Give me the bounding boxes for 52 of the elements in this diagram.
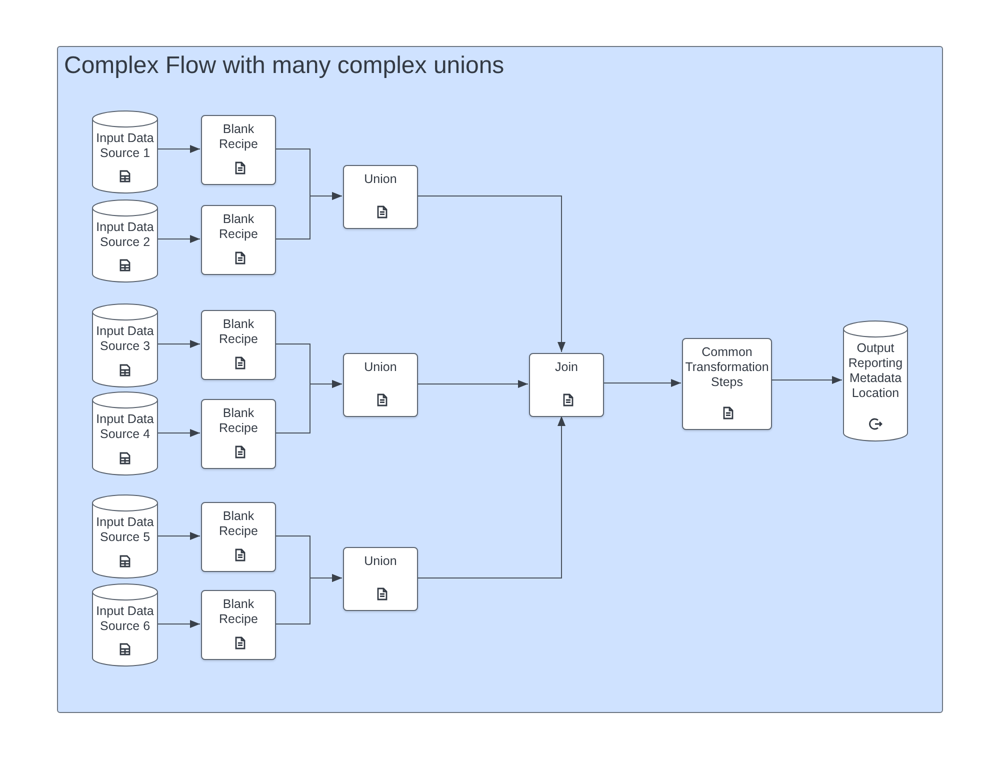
process-box — [343, 353, 418, 417]
group-label: Complex Flow with many complex unions — [64, 51, 504, 81]
node-label: Input Data Source 2 — [95, 220, 155, 250]
process-box — [201, 115, 276, 185]
node-label: Union — [363, 554, 398, 569]
arrow — [416, 416, 566, 578]
database-cylinder — [92, 584, 158, 666]
arrow — [274, 574, 342, 624]
process-box — [201, 205, 276, 275]
database-cylinder — [92, 495, 158, 578]
process-box — [343, 547, 418, 611]
arrow — [156, 235, 200, 243]
node-label: Blank Recipe — [218, 406, 259, 436]
node-label: Input Data Source 5 — [95, 515, 155, 545]
arrow — [156, 620, 200, 628]
node-label: Input Data Source 1 — [95, 131, 155, 161]
node-label: Blank Recipe — [218, 212, 259, 242]
node-label: Common Transformation Steps — [685, 345, 769, 390]
node-label: Union — [363, 360, 398, 375]
process-box — [343, 165, 418, 229]
node-label: Join — [554, 360, 579, 375]
arrow — [602, 379, 682, 387]
arrow — [156, 429, 200, 437]
node-label: Blank Recipe — [218, 509, 259, 539]
process-box — [682, 338, 772, 430]
node-label: Blank Recipe — [218, 597, 259, 627]
database-cylinder — [92, 304, 158, 387]
process-box — [529, 353, 604, 417]
database-cylinder — [92, 200, 158, 282]
node-label: Blank Recipe — [218, 317, 259, 347]
diagram-panel — [57, 46, 943, 713]
process-box — [201, 310, 276, 380]
node-label: Input Data Source 6 — [95, 604, 155, 634]
arrow — [156, 340, 200, 348]
arrow — [156, 145, 200, 153]
arrow — [274, 380, 342, 434]
arrow — [156, 532, 200, 540]
node-label: Blank Recipe — [218, 122, 259, 152]
arrow — [416, 196, 566, 352]
process-box — [201, 502, 276, 572]
database-cylinder — [92, 392, 158, 475]
database-cylinder — [92, 111, 158, 193]
process-box — [201, 399, 276, 469]
arrow — [274, 192, 342, 240]
arrow — [770, 376, 842, 384]
node-label: Union — [363, 172, 398, 187]
node-label: Output Reporting Metadata Location — [847, 341, 904, 401]
database-cylinder — [843, 321, 908, 441]
node-label: Input Data Source 4 — [95, 412, 155, 442]
node-label: Input Data Source 3 — [95, 324, 155, 354]
process-box — [201, 590, 276, 660]
arrow — [416, 380, 528, 388]
